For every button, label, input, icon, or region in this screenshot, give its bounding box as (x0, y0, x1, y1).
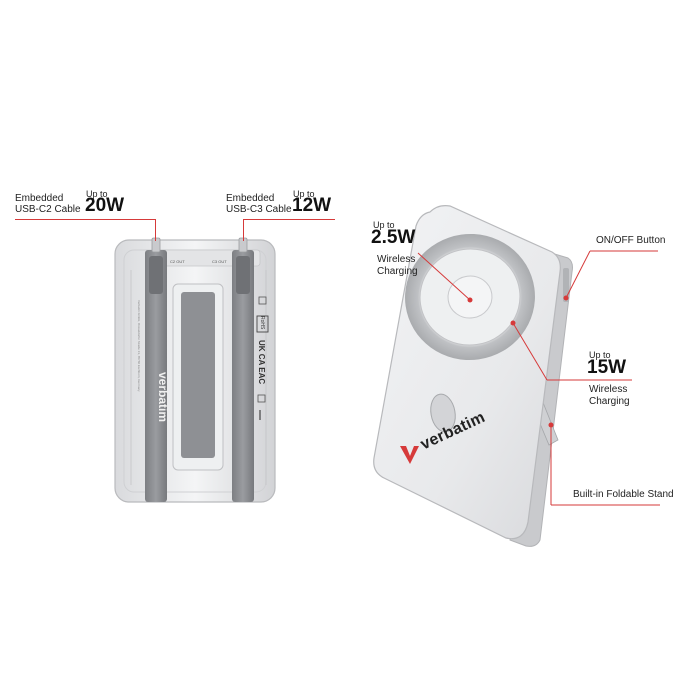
wireless-small-line1: Wireless (377, 254, 416, 265)
wireless-small-upto: Up to (373, 220, 395, 230)
callout-vline-left-cable (155, 219, 156, 241)
port-label-c3: C3 OUT (212, 259, 227, 264)
callout-line-right-cable (243, 219, 335, 220)
cable-left-label-2: USB-C2 Cable (15, 204, 81, 215)
cable-left-label-1: Embedded (15, 193, 64, 204)
cable-right-watts: 12W (292, 195, 332, 216)
cable-left-watts: 20W (85, 195, 125, 216)
onoff-label: ON/OFF Button (596, 235, 666, 246)
callout-vline-right-cable (243, 219, 244, 241)
wireless-large-line2: Charging (589, 396, 630, 407)
cable-right-label-1: Embedded (226, 193, 275, 204)
wireless-small-watts: 2.5W (371, 227, 416, 248)
wireless-small-line2: Charging (377, 266, 418, 277)
stand-label: Built-in Foldable Stand (573, 489, 674, 500)
wireless-large-watts: 15W (587, 357, 627, 378)
cable-left-upto: Up to (86, 189, 108, 199)
callout-line-left-cable (15, 219, 155, 220)
port-label-c2: C2 OUT (170, 259, 185, 264)
wireless-large-upto: Up to (589, 350, 611, 360)
cable-right-label-2: USB-C3 Cable (226, 204, 292, 215)
wireless-large-line1: Wireless (589, 384, 628, 395)
cable-right-upto: Up to (293, 189, 315, 199)
